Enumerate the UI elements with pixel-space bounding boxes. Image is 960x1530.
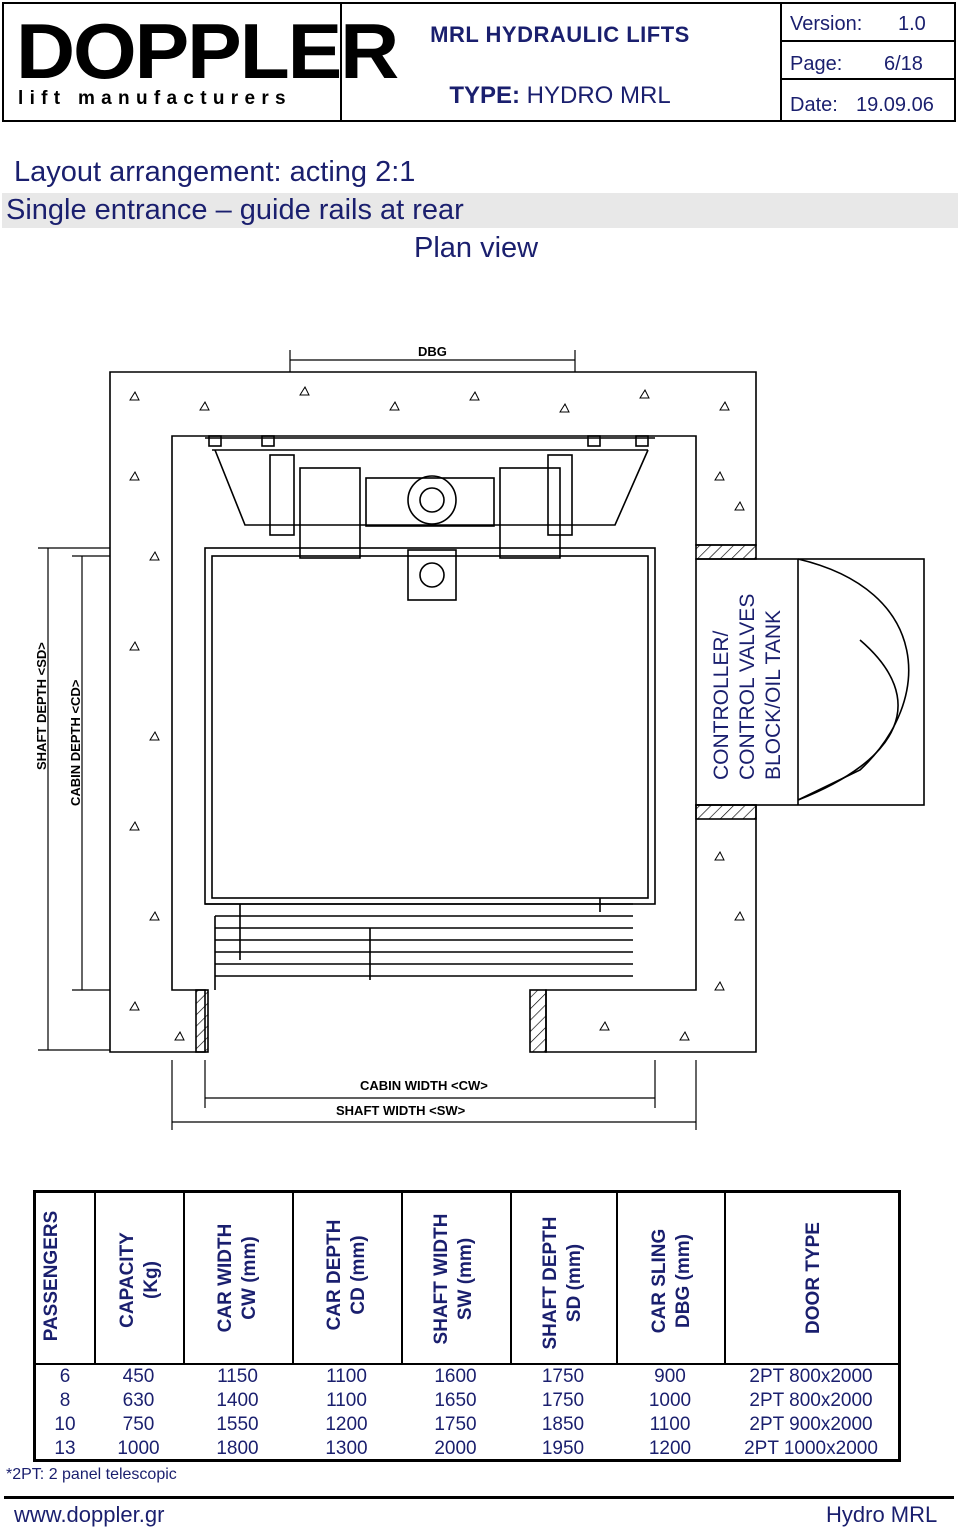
table-cell: 450 [122,1366,155,1387]
page-label: Page: [790,53,843,75]
table-cell: 1550 [216,1414,259,1435]
type-label: TYPE: [449,82,520,109]
dbg-label: DBG [418,344,447,359]
table-cell: 2000 [434,1438,477,1459]
footer-product: Hydro MRL [826,1502,938,1527]
sling-beam [205,437,655,451]
date-label: Date: [790,94,838,116]
version-row: Version: 1.0 [780,4,956,42]
document-title: MRL HYDRAULIC LIFTS [430,22,690,47]
table-note: *2PT: 2 panel telescopic [6,1466,177,1483]
table-cell: 6 [59,1366,71,1387]
title-cell: MRL HYDRAULIC LIFTS TYPE: HYDRO MRL [340,4,782,120]
controller-label-2: CONTROL VALVES [736,594,759,780]
table-cell: 1400 [216,1390,259,1411]
table-cell: 2PT 800x2000 [749,1366,873,1387]
plan-view-drawing: DBG CABIN WIDTH <CW> SHAFT WIDTH <SW> SH… [34,344,925,1130]
table-cell: 1800 [216,1438,259,1459]
hatched-wall [195,989,209,1053]
controller-label-1: CONTROLLER/ [710,630,733,780]
table-cell: 1000 [117,1438,160,1459]
subtitle-band [2,193,958,228]
shaft-width-label: SHAFT WIDTH <SW> [336,1103,466,1118]
header-door-type: DOOR TYPE [803,1222,824,1334]
table-row: 6 450 1150 1100 1600 1750 900 2PT 800x2000 [36,1366,898,1390]
shaft-wall-concrete [109,371,757,1053]
cabin-width-label: CABIN WIDTH <CW> [360,1078,488,1093]
table-cell: 1650 [434,1390,477,1411]
table-cell: 1000 [648,1390,692,1411]
table-cell: 1200 [325,1414,368,1435]
piston-plate [365,477,495,527]
table-cell: 8 [59,1390,71,1411]
page-row: Page: 6/18 [780,42,956,80]
date-value: 19.09.06 [856,94,934,116]
meta-cell: Version: 1.0 Page: 6/18 Date: 19.09.06 [780,4,956,120]
footer-rule [4,1496,954,1499]
type-value: HYDRO MRL [526,82,671,109]
piston [407,475,457,525]
table-cell: 1750 [434,1414,477,1435]
document-header: DOPPLER lift manufacturers MRL HYDRAULIC… [2,2,956,122]
logo-cell: DOPPLER lift manufacturers [4,4,399,120]
footer-website[interactable]: www.doppler.gr [14,1502,165,1527]
view-label: Plan view [414,232,539,264]
table-cell: 2PT 900x2000 [749,1414,873,1435]
table-cell: 1300 [325,1438,368,1459]
version-label: Version: [790,13,863,35]
layout-title: Layout arrangement: acting 2:1 [14,156,416,188]
table-cell: 1600 [434,1366,477,1387]
header-capacity: CAPACITY(Kg) [117,1232,162,1328]
table-cell: 1100 [326,1390,367,1411]
table-cell: 1150 [217,1366,258,1387]
dimension-lines [38,350,697,1130]
table-row: 8 630 1400 1100 1650 1750 1000 2PT 800x2000 [36,1390,898,1414]
logo: DOPPLER [16,7,399,95]
layout-subtitle: Single entrance – guide rails at rear [6,194,464,226]
page-value: 6/18 [884,53,923,75]
table-cell: 1950 [541,1438,585,1459]
table-cell: 1750 [541,1366,585,1387]
shaft-depth-label: SHAFT DEPTH <SD> [34,642,49,770]
table-cell: 1850 [541,1414,585,1435]
date-row: Date: 19.09.06 [780,82,956,120]
header-passengers: PASSENGERS [41,1210,62,1342]
cabin-depth-label: CABIN DEPTH <CD> [68,679,83,806]
table-cell: 1100 [326,1366,367,1387]
table-cell: 2PT 1000x2000 [744,1438,878,1459]
door-sills [205,903,633,977]
hatched-wall [695,804,757,820]
controller-label-3: BLOCK/OIL TANK [762,610,785,780]
version-value: 1.0 [898,13,926,35]
table-cell: 1100 [649,1414,691,1435]
table-cell: 1750 [541,1390,585,1411]
cylinder-base [407,549,457,601]
hatched-wall [529,989,547,1053]
logo-tagline: lift manufacturers [18,88,292,109]
table-cell: 10 [54,1414,76,1435]
table-row: 13 1000 1800 1300 2000 1950 1200 2PT 1000x2000 [36,1438,898,1462]
concrete-speckles [129,385,745,1041]
car-outline [204,547,656,905]
table-cell: 1200 [648,1438,692,1459]
table-cell: 2PT 800x2000 [749,1390,873,1411]
table-cell: 900 [654,1366,686,1387]
table-cell: 13 [54,1438,76,1459]
document-type: TYPE: HYDRO MRL [340,82,780,110]
hatched-wall [695,544,757,560]
table-cell: 630 [122,1390,155,1411]
table-cell: 750 [122,1414,155,1435]
controller-room [695,558,925,806]
table-row: 10 750 1550 1200 1750 1850 1100 2PT 900x2000 [36,1414,898,1438]
